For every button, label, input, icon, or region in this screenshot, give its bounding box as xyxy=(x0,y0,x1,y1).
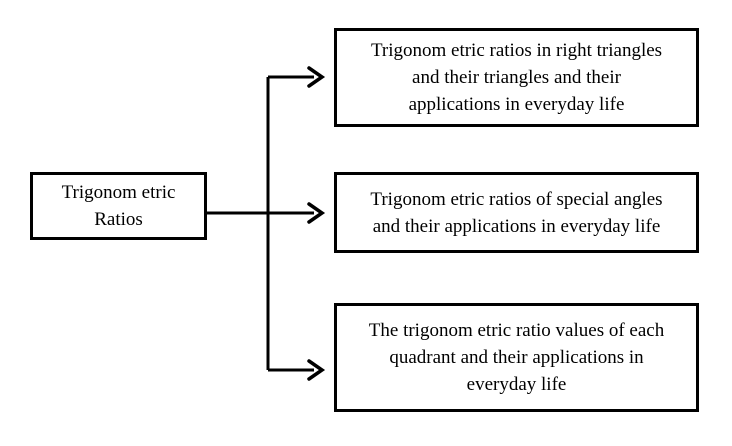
node-label-line: quadrant and their applications in xyxy=(389,347,644,368)
node-label-line: The trigonom etric ratio values of each xyxy=(368,320,665,341)
arrowhead-right-icon xyxy=(307,202,326,224)
node-label-line: applications in everyday life xyxy=(408,94,625,115)
node-label-line: Trigonom etric xyxy=(61,182,176,203)
node-label-line: Trigonom etric ratios of special angles xyxy=(370,188,663,210)
node-special-angles: Trigonom etric ratios of special angles … xyxy=(334,172,699,253)
node-label-line: and their applications in everyday life xyxy=(372,215,661,237)
node-quadrant-values: The trigonom etric ratio values of each … xyxy=(334,303,699,412)
node-right-triangles: Trigonom etric ratios in right triangles… xyxy=(334,28,699,127)
node-trigonometric-ratios: Trigonom etric Ratios xyxy=(30,172,207,240)
node-label-line: and their triangles and their xyxy=(412,67,621,88)
node-label-line: everyday life xyxy=(466,374,567,395)
node-label-line: Trigonom etric ratios in right triangles xyxy=(370,40,663,61)
arrowhead-right-icon xyxy=(307,359,326,381)
node-label-line: Ratios xyxy=(94,209,143,230)
arrowhead-right-icon xyxy=(307,66,326,88)
